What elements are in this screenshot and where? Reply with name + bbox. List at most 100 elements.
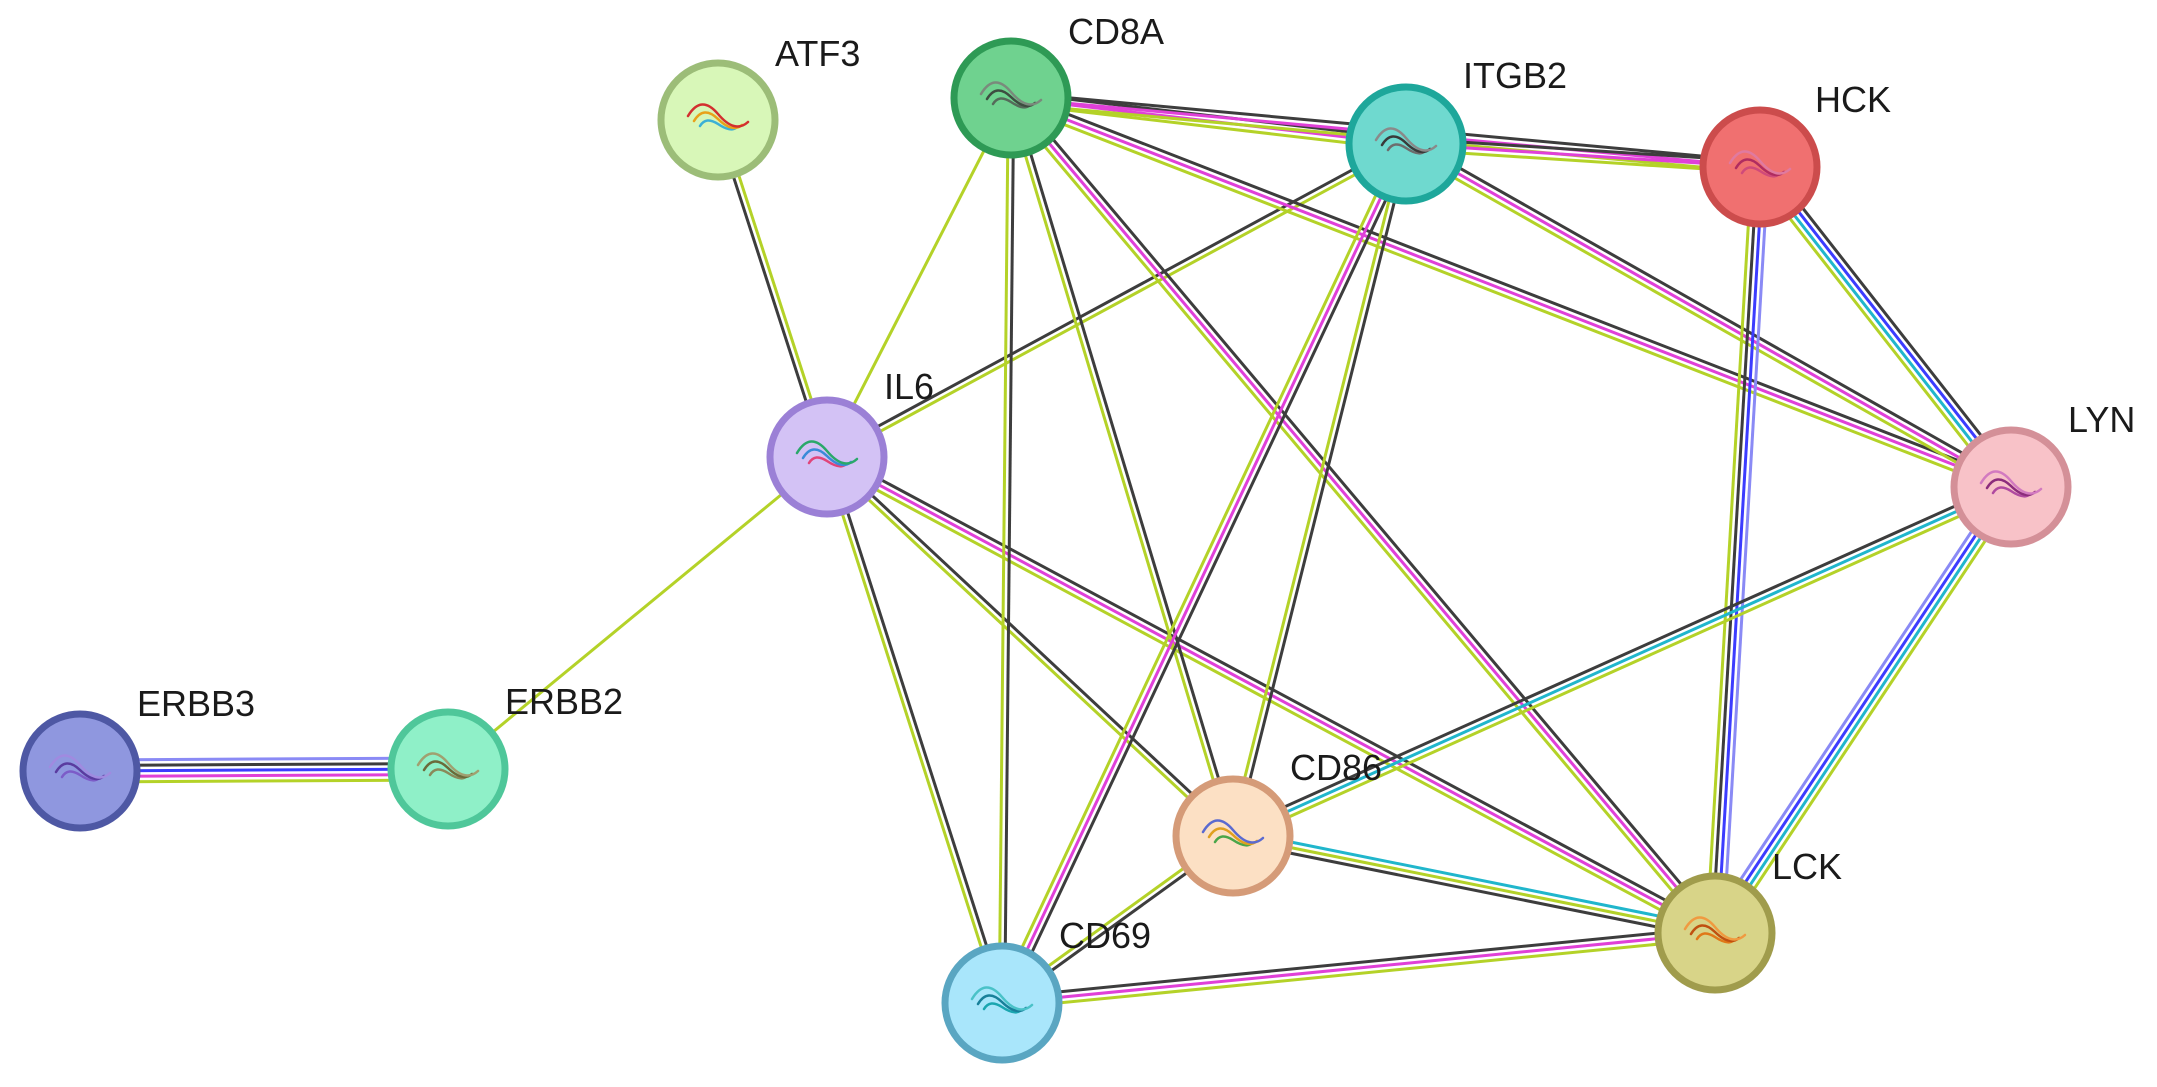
edge-evidence-line	[1721, 167, 1770, 934]
structure-strand	[1213, 835, 1253, 847]
edge-evidence-line	[1405, 142, 2012, 489]
node-itgb2-structure-icon	[1374, 127, 1438, 155]
node-lyn-structure-icon	[1979, 470, 2043, 498]
edge-layer	[79, 91, 2020, 1010]
edge-il6-itgb2[interactable]	[824, 140, 1409, 461]
edge-evidence-line	[997, 97, 1010, 1003]
structure-strand	[982, 1002, 1022, 1014]
edge-evidence-line	[1005, 145, 1413, 1006]
edge-il6-cd86[interactable]	[824, 453, 1236, 840]
structure-strand	[1386, 143, 1426, 155]
edge-cd8a-cd69[interactable]	[997, 97, 1016, 1004]
structure-strand	[416, 752, 480, 777]
node-erbb3-label: ERBB3	[137, 683, 255, 724]
edge-cd8a-lck[interactable]	[1005, 93, 1721, 938]
structure-strand	[970, 986, 1034, 1011]
structure-strand	[686, 103, 750, 128]
edge-evidence-line	[1756, 167, 2011, 490]
node-lyn-label: LYN	[2068, 399, 2135, 440]
node-hck-structure-icon	[1728, 150, 1792, 178]
edge-hck-lck[interactable]	[1705, 166, 1770, 934]
node-erbb2[interactable]: ERBB2	[387, 681, 623, 830]
structure-strand	[1689, 924, 1741, 943]
edge-evidence-line	[1234, 144, 1411, 838]
edge-evidence-line	[80, 778, 449, 784]
structure-strand	[1728, 150, 1792, 175]
edge-erbb3-erbb2[interactable]	[79, 756, 449, 784]
structure-strand	[985, 89, 1037, 108]
structure-strand	[1985, 478, 2037, 497]
edge-evidence-line	[1706, 481, 2006, 930]
edge-il6-erbb2[interactable]	[447, 455, 828, 771]
node-cd86-label: CD86	[1290, 747, 1382, 788]
edge-evidence-line	[824, 140, 1406, 456]
edge-evidence-line	[80, 772, 449, 778]
edge-cd8a-cd86[interactable]	[1006, 96, 1238, 838]
structure-strand	[698, 119, 738, 131]
structure-strand	[1695, 932, 1735, 944]
node-hck-label: HCK	[1815, 79, 1891, 120]
structure-strand	[48, 754, 112, 779]
structure-strand	[422, 760, 474, 779]
edge-evidence-line	[1006, 98, 1232, 838]
edge-evidence-line	[447, 455, 828, 771]
node-cd69[interactable]: CD69	[941, 915, 1151, 1064]
edge-evidence-line	[1407, 137, 2015, 484]
structure-strand	[1374, 127, 1438, 152]
edge-itgb2-lyn[interactable]	[1402, 137, 2015, 494]
node-hck[interactable]: HCK	[1699, 79, 1891, 228]
edge-evidence-line	[1710, 166, 1759, 933]
node-cd86[interactable]: CD86	[1172, 747, 1382, 897]
structure-strand	[801, 448, 853, 467]
edge-evidence-line	[1716, 167, 1765, 934]
node-il6-structure-icon	[795, 440, 859, 468]
node-cd86-structure-icon	[1201, 819, 1265, 847]
node-erbb2-structure-icon	[416, 752, 480, 780]
structure-strand	[1683, 916, 1747, 941]
edge-evidence-line	[1234, 490, 2014, 843]
edge-hck-lyn[interactable]	[1752, 160, 2019, 494]
edge-evidence-line	[1760, 164, 2015, 487]
edge-evidence-line	[1008, 101, 2010, 494]
edge-lyn-cd86[interactable]	[1230, 480, 2014, 843]
edge-il6-cd8a[interactable]	[825, 97, 1013, 458]
node-lck-label: LCK	[1772, 846, 1842, 887]
structure-strand	[1740, 166, 1780, 178]
edge-itgb2-cd86[interactable]	[1228, 142, 1411, 838]
node-lyn[interactable]: LYN	[1950, 399, 2135, 548]
edge-evidence-line	[827, 145, 1409, 461]
node-layer: ATF3 CD8A ITGB2 HCK IL6 LYN	[19, 11, 2135, 1064]
node-lck-structure-icon	[1683, 916, 1747, 944]
structure-strand	[692, 111, 744, 130]
structure-strand	[976, 994, 1028, 1013]
structure-strand	[979, 81, 1043, 106]
edge-lyn-lck[interactable]	[1706, 481, 2020, 939]
node-cd69-structure-icon	[970, 986, 1034, 1014]
structure-strand	[54, 762, 106, 781]
node-itgb2[interactable]: ITGB2	[1345, 55, 1567, 205]
edge-itgb2-cd69[interactable]	[995, 141, 1413, 1006]
node-lck[interactable]: LCK	[1654, 846, 1842, 994]
edge-cd69-lck[interactable]	[1001, 926, 1716, 1010]
edge-evidence-line	[1009, 97, 1717, 934]
structure-strand	[428, 768, 468, 780]
edge-evidence-line	[1752, 171, 2006, 494]
structure-strand	[795, 440, 859, 465]
node-cd8a-structure-icon	[979, 81, 1043, 109]
edge-cd86-lck[interactable]	[1231, 829, 1717, 940]
edge-cd8a-lyn[interactable]	[1008, 91, 2014, 494]
edge-evidence-line	[1231, 839, 1715, 940]
node-il6[interactable]: IL6	[766, 366, 934, 518]
edge-il6-cd69[interactable]	[822, 455, 1007, 1005]
edge-evidence-line	[79, 762, 448, 768]
node-erbb3[interactable]: ERBB3	[19, 683, 255, 832]
node-itgb2-label: ITGB2	[1463, 55, 1567, 96]
edge-evidence-line	[1010, 96, 2012, 489]
node-atf3[interactable]: ATF3	[657, 33, 860, 181]
node-cd8a-label: CD8A	[1068, 11, 1164, 52]
node-atf3-structure-icon	[686, 103, 750, 131]
edge-evidence-line	[825, 97, 1013, 458]
node-cd8a[interactable]: CD8A	[950, 11, 1164, 159]
edge-evidence-line	[827, 453, 1236, 836]
